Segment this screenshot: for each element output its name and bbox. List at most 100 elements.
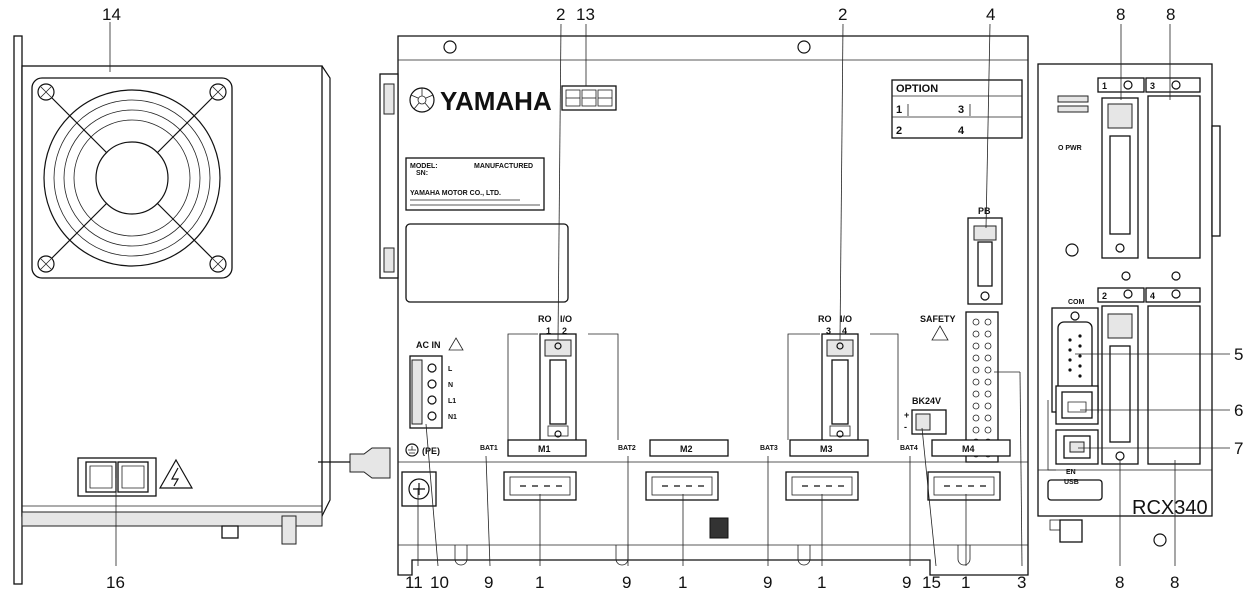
callout-number: 14 bbox=[102, 5, 121, 24]
callout-number: 9 bbox=[622, 573, 631, 592]
robot-io-2-connector: RO I/O 3 4 bbox=[787, 314, 899, 443]
pb-connector: PB bbox=[967, 206, 1003, 305]
model-label: RCX340 bbox=[1132, 497, 1208, 519]
callout-number: 7 bbox=[1234, 439, 1243, 458]
motor-label-bar: M1 M2 M3 M4 BAT1 BAT2 BAT3 BAT4 bbox=[398, 439, 1028, 463]
pe-label: (PE) bbox=[422, 446, 440, 456]
callout-number: 15 bbox=[922, 573, 941, 592]
option-title: OPTION bbox=[896, 83, 938, 95]
battery-label: BAT2 bbox=[618, 445, 636, 452]
usb-label: USB bbox=[1064, 479, 1079, 486]
option-slot-3: 3 bbox=[1145, 77, 1201, 259]
ac-pin-label: L bbox=[448, 366, 453, 373]
option-slot: 2 bbox=[896, 125, 902, 137]
ethernet-port bbox=[1055, 385, 1099, 425]
en-label: EN bbox=[1066, 469, 1076, 476]
right-module: O PWR COM EN USB bbox=[1037, 63, 1221, 547]
robot-io-label: 3 bbox=[826, 326, 831, 336]
callout-number: 9 bbox=[763, 573, 772, 592]
battery-label: BAT4 bbox=[900, 445, 918, 452]
callout-number: 5 bbox=[1234, 345, 1243, 364]
robot-io-label: I/O bbox=[560, 314, 572, 324]
bk-pin-label: - bbox=[904, 422, 907, 432]
callout-number: 13 bbox=[576, 5, 595, 24]
motor-label: M1 bbox=[538, 444, 551, 454]
callout-number: 9 bbox=[484, 573, 493, 592]
callout-number: 11 bbox=[405, 573, 423, 592]
ac-in-connector: AC IN L N L1 N1 bbox=[409, 337, 464, 429]
callout-number: 9 bbox=[902, 573, 911, 592]
callout-number: 10 bbox=[430, 573, 449, 592]
robot-io-label: 4 bbox=[842, 326, 847, 336]
motor-label: M3 bbox=[820, 444, 833, 454]
callout-number: 8 bbox=[1170, 573, 1179, 592]
option-slot: 3 bbox=[958, 104, 964, 116]
callout-number: 2 bbox=[838, 5, 847, 24]
callout-number: 1 bbox=[535, 573, 544, 592]
label-company: YAMAHA MOTOR CO., LTD. bbox=[410, 190, 501, 197]
safety-connector: SAFETY bbox=[920, 311, 999, 463]
side-view bbox=[13, 35, 331, 585]
power-connector-icon bbox=[77, 457, 157, 497]
usb-port: EN USB bbox=[1055, 429, 1099, 486]
bk24v-label: BK24V bbox=[912, 396, 941, 406]
brand-name: YAMAHA bbox=[440, 86, 552, 116]
com-label: COM bbox=[1068, 299, 1085, 306]
option-label: OPTION 1 3 2 4 bbox=[891, 79, 1023, 139]
pwr-label: O PWR bbox=[1058, 145, 1082, 152]
motor-connector-m2 bbox=[645, 471, 719, 501]
front-panel: YAMAHA OPTION 1 3 2 4 MOD bbox=[318, 35, 1029, 576]
callout-number: 1 bbox=[678, 573, 687, 592]
robot-io-label: 2 bbox=[562, 326, 567, 336]
robot-io-label: I/O bbox=[840, 314, 852, 324]
seven-segment-display bbox=[561, 85, 617, 111]
rating-label: MODEL: SN: MANUFACTURED YAMAHA MOTOR CO.… bbox=[405, 157, 545, 211]
slot-number: 3 bbox=[1150, 81, 1155, 91]
callout-number: 3 bbox=[1017, 573, 1026, 592]
callout-numbers: 14 2 13 2 4 8 8 5 6 7 16 11 10 9 1 9 1 9… bbox=[102, 5, 1243, 592]
high-voltage-warning-icon bbox=[158, 458, 194, 489]
slot-number: 1 bbox=[1102, 81, 1107, 91]
ac-pin-label: N1 bbox=[448, 414, 457, 421]
label-model: MODEL: bbox=[410, 163, 438, 170]
ac-pin-label: N bbox=[448, 382, 453, 389]
callout-number: 1 bbox=[961, 573, 970, 592]
robot-io-label: RO bbox=[818, 314, 832, 324]
ac-in-label: AC IN bbox=[416, 340, 441, 350]
ground-terminal: (PE) bbox=[318, 443, 440, 507]
motor-label: M4 bbox=[962, 444, 975, 454]
callout-number: 6 bbox=[1234, 401, 1243, 420]
callout-number: 1 bbox=[817, 573, 826, 592]
slot-number: 4 bbox=[1150, 291, 1155, 301]
label-sn: SN: bbox=[416, 170, 428, 177]
option-slot: 1 bbox=[896, 104, 902, 116]
bk-pin-label: + bbox=[904, 410, 909, 420]
motor-connector-m4 bbox=[927, 471, 1001, 501]
blank-label-area bbox=[405, 223, 569, 303]
callout-number: 8 bbox=[1166, 5, 1175, 24]
option-slot: 4 bbox=[958, 125, 965, 137]
option-slot-1: 1 bbox=[1097, 77, 1145, 259]
safety-label: SAFETY bbox=[920, 314, 956, 324]
warning-icon bbox=[448, 337, 464, 351]
battery-label: BAT3 bbox=[760, 445, 778, 452]
callout-number: 2 bbox=[556, 5, 565, 24]
motor-label: M2 bbox=[680, 444, 693, 454]
callout-number: 4 bbox=[986, 5, 995, 24]
callout-number: 16 bbox=[106, 573, 125, 592]
label-manufactured: MANUFACTURED bbox=[474, 163, 533, 170]
battery-label: BAT1 bbox=[480, 445, 498, 452]
callout-number: 8 bbox=[1116, 5, 1125, 24]
bk24v-connector: BK24V + - bbox=[904, 396, 947, 435]
option-slot-4: 4 bbox=[1145, 287, 1201, 465]
robot-io-1-connector: RO I/O 1 2 bbox=[507, 314, 619, 443]
fan-icon bbox=[31, 77, 233, 279]
callout-leaders bbox=[109, 22, 1230, 567]
ac-pin-label: L1 bbox=[448, 398, 456, 405]
slot-number: 2 bbox=[1102, 291, 1107, 301]
yamaha-logo: YAMAHA bbox=[409, 86, 552, 116]
callout-number: 8 bbox=[1115, 573, 1124, 592]
pb-label: PB bbox=[978, 206, 991, 216]
robot-io-label: RO bbox=[538, 314, 552, 324]
